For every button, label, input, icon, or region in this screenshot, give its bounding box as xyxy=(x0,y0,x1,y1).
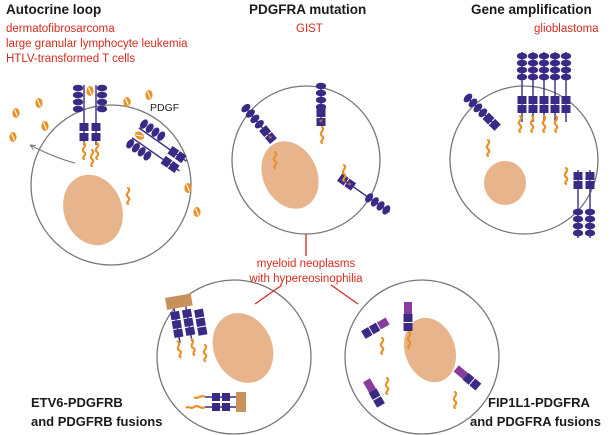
fip1l1-fusion-bottom-left xyxy=(363,378,385,408)
fip1l1-fusion-right xyxy=(453,365,482,391)
myeloid-label-line: with hypereosinophilia xyxy=(249,273,363,285)
receptor-mutant-left: * xyxy=(239,102,277,144)
disease-line: glioblastoma xyxy=(534,23,599,35)
cell-autocrine xyxy=(30,104,192,266)
svg-text:*: * xyxy=(346,181,356,189)
nucleus xyxy=(403,317,457,383)
etv6-label-line: ETV6-PDGFRB xyxy=(31,395,123,410)
svg-text:*: * xyxy=(319,118,323,127)
pdgf-label: PDGF xyxy=(150,102,180,114)
disease-line: HTLV-transformed T cells xyxy=(6,53,136,65)
connector-line xyxy=(254,284,283,305)
panel-title-mutation: PDGFRA mutation xyxy=(249,2,367,17)
etv6-fusion-dimer xyxy=(165,293,208,359)
connector-line xyxy=(330,284,359,305)
cell-etv6 xyxy=(156,279,312,435)
svg-text:*: * xyxy=(267,134,276,143)
disease-line: dermatofibrosarcoma xyxy=(6,23,115,35)
secretion-arrow xyxy=(29,144,76,164)
cell-fip1l1 xyxy=(344,279,500,435)
etv6-fusion-horizontal xyxy=(185,392,246,412)
nucleus xyxy=(63,174,123,246)
fip1l1-label-line: and PDGFRA fusions xyxy=(470,414,601,429)
disease-line: GIST xyxy=(296,23,323,35)
receptor-amplified-left xyxy=(461,91,501,131)
amplified-receptors-top xyxy=(516,52,572,134)
receptor-dimer-right xyxy=(124,117,187,173)
fip1l1-label-line: FIP1L1-PDGFRA xyxy=(488,395,590,410)
panel-title-autocrine: Autocrine loop xyxy=(6,2,102,17)
nucleus xyxy=(212,313,274,383)
myeloid-label-line: myeloid neoplasms xyxy=(256,258,356,270)
receptor-mutant-top: * xyxy=(315,82,327,145)
fip1l1-fusion-left xyxy=(361,317,390,339)
cell-mutation xyxy=(231,85,381,235)
receptor-dimer-top xyxy=(72,84,108,161)
disease-line: large granular lymphocyte leukemia xyxy=(6,38,188,50)
receptor-mutant-right: * xyxy=(337,173,392,217)
etv6-label-line: and PDGFRB fusions xyxy=(31,414,163,429)
fip1l1-fusion-top xyxy=(403,302,413,350)
nucleus xyxy=(484,161,526,205)
panel-title-amplification: Gene amplification xyxy=(471,2,592,17)
amplified-receptors-right xyxy=(563,166,596,238)
nucleus xyxy=(261,141,319,209)
